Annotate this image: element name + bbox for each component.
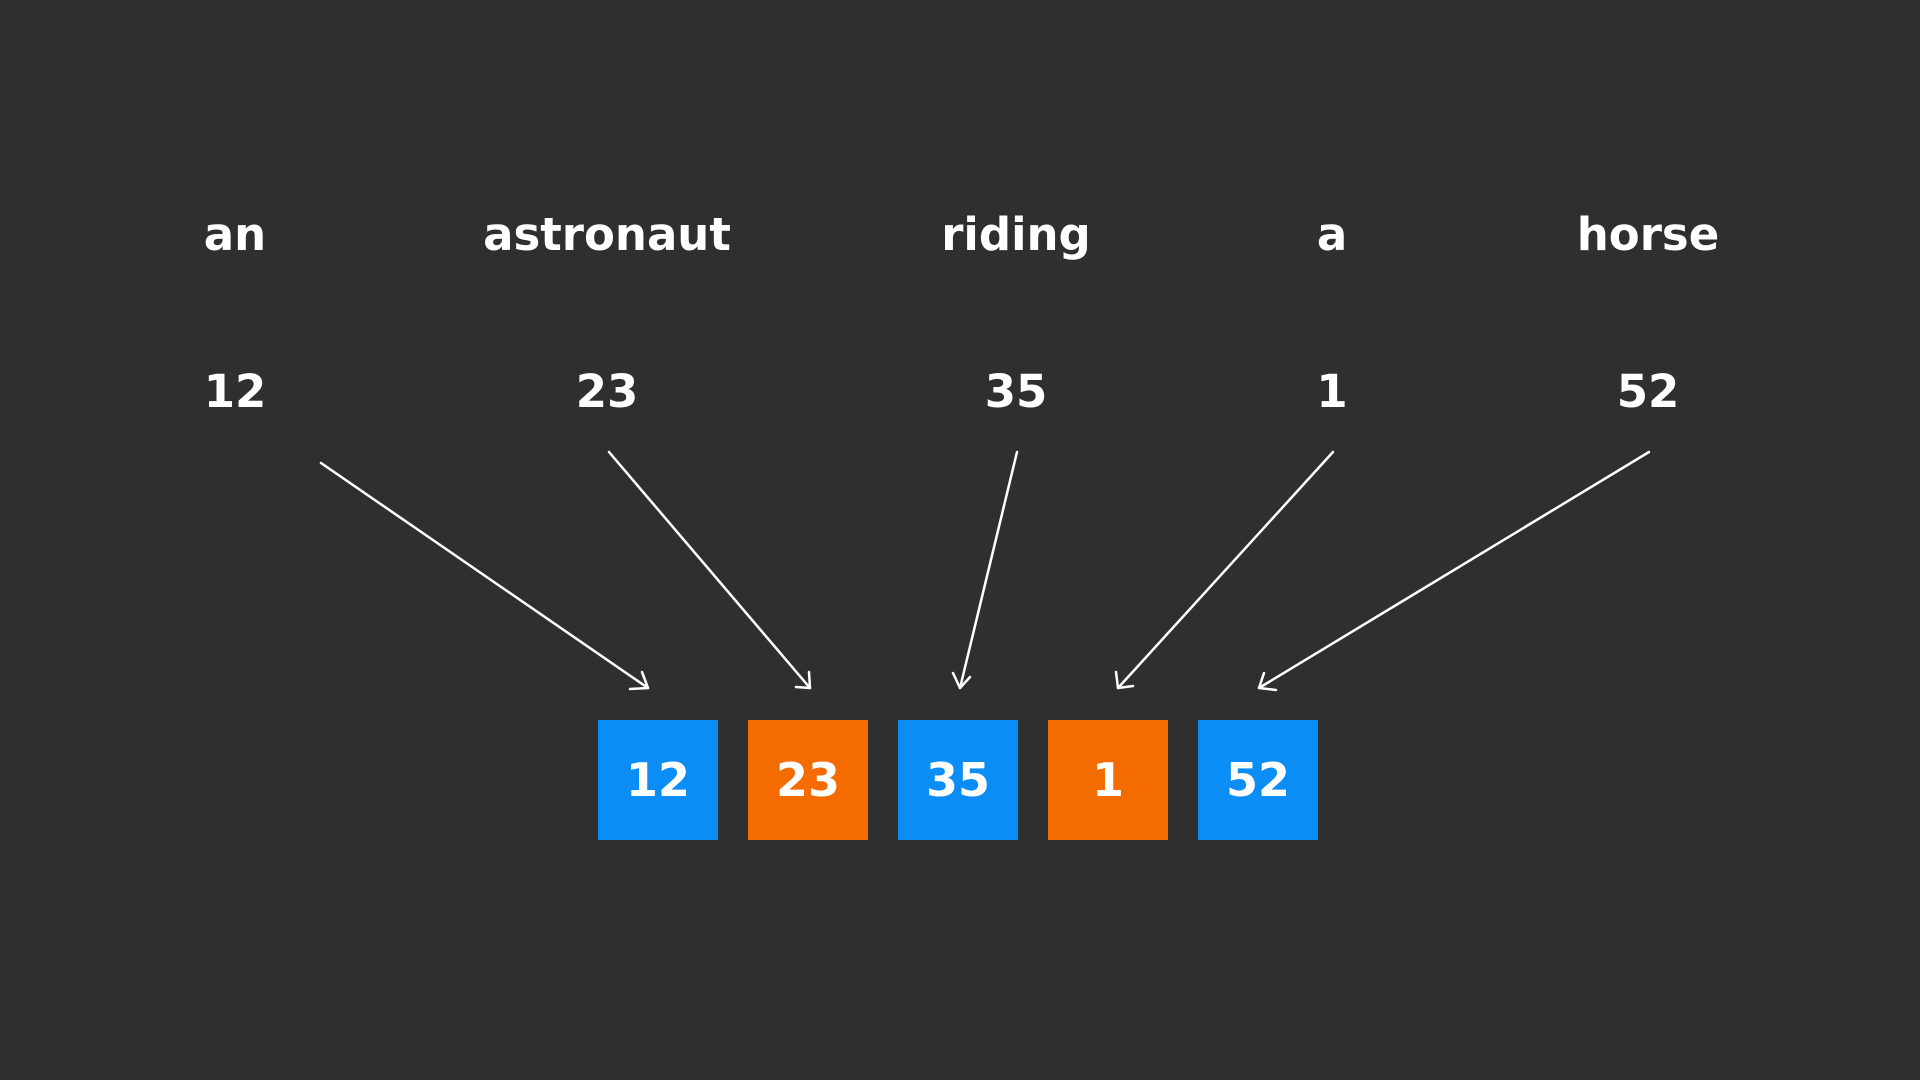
arrow-a <box>1114 450 1335 690</box>
token-id-a: 1 <box>1316 365 1348 418</box>
token-id-an: 12 <box>203 365 267 418</box>
word-an: an <box>203 208 267 261</box>
token-box-35: 35 <box>898 720 1018 840</box>
token-box-23: 23 <box>748 720 868 840</box>
word-a: a <box>1316 208 1348 261</box>
token-box-1: 1 <box>1048 720 1168 840</box>
arrow-an <box>319 461 650 691</box>
token-id-astronaut: 23 <box>575 365 639 418</box>
word-astronaut: astronaut <box>483 208 731 261</box>
arrow-horse <box>1257 450 1651 692</box>
token-box-52: 52 <box>1198 720 1318 840</box>
arrow-riding <box>951 450 1019 690</box>
word-riding: riding <box>941 208 1091 261</box>
token-id-riding: 35 <box>984 365 1048 418</box>
token-id-horse: 52 <box>1616 365 1680 418</box>
token-box-12: 12 <box>598 720 718 840</box>
arrow-astronaut <box>607 450 812 690</box>
word-horse: horse <box>1576 208 1720 261</box>
